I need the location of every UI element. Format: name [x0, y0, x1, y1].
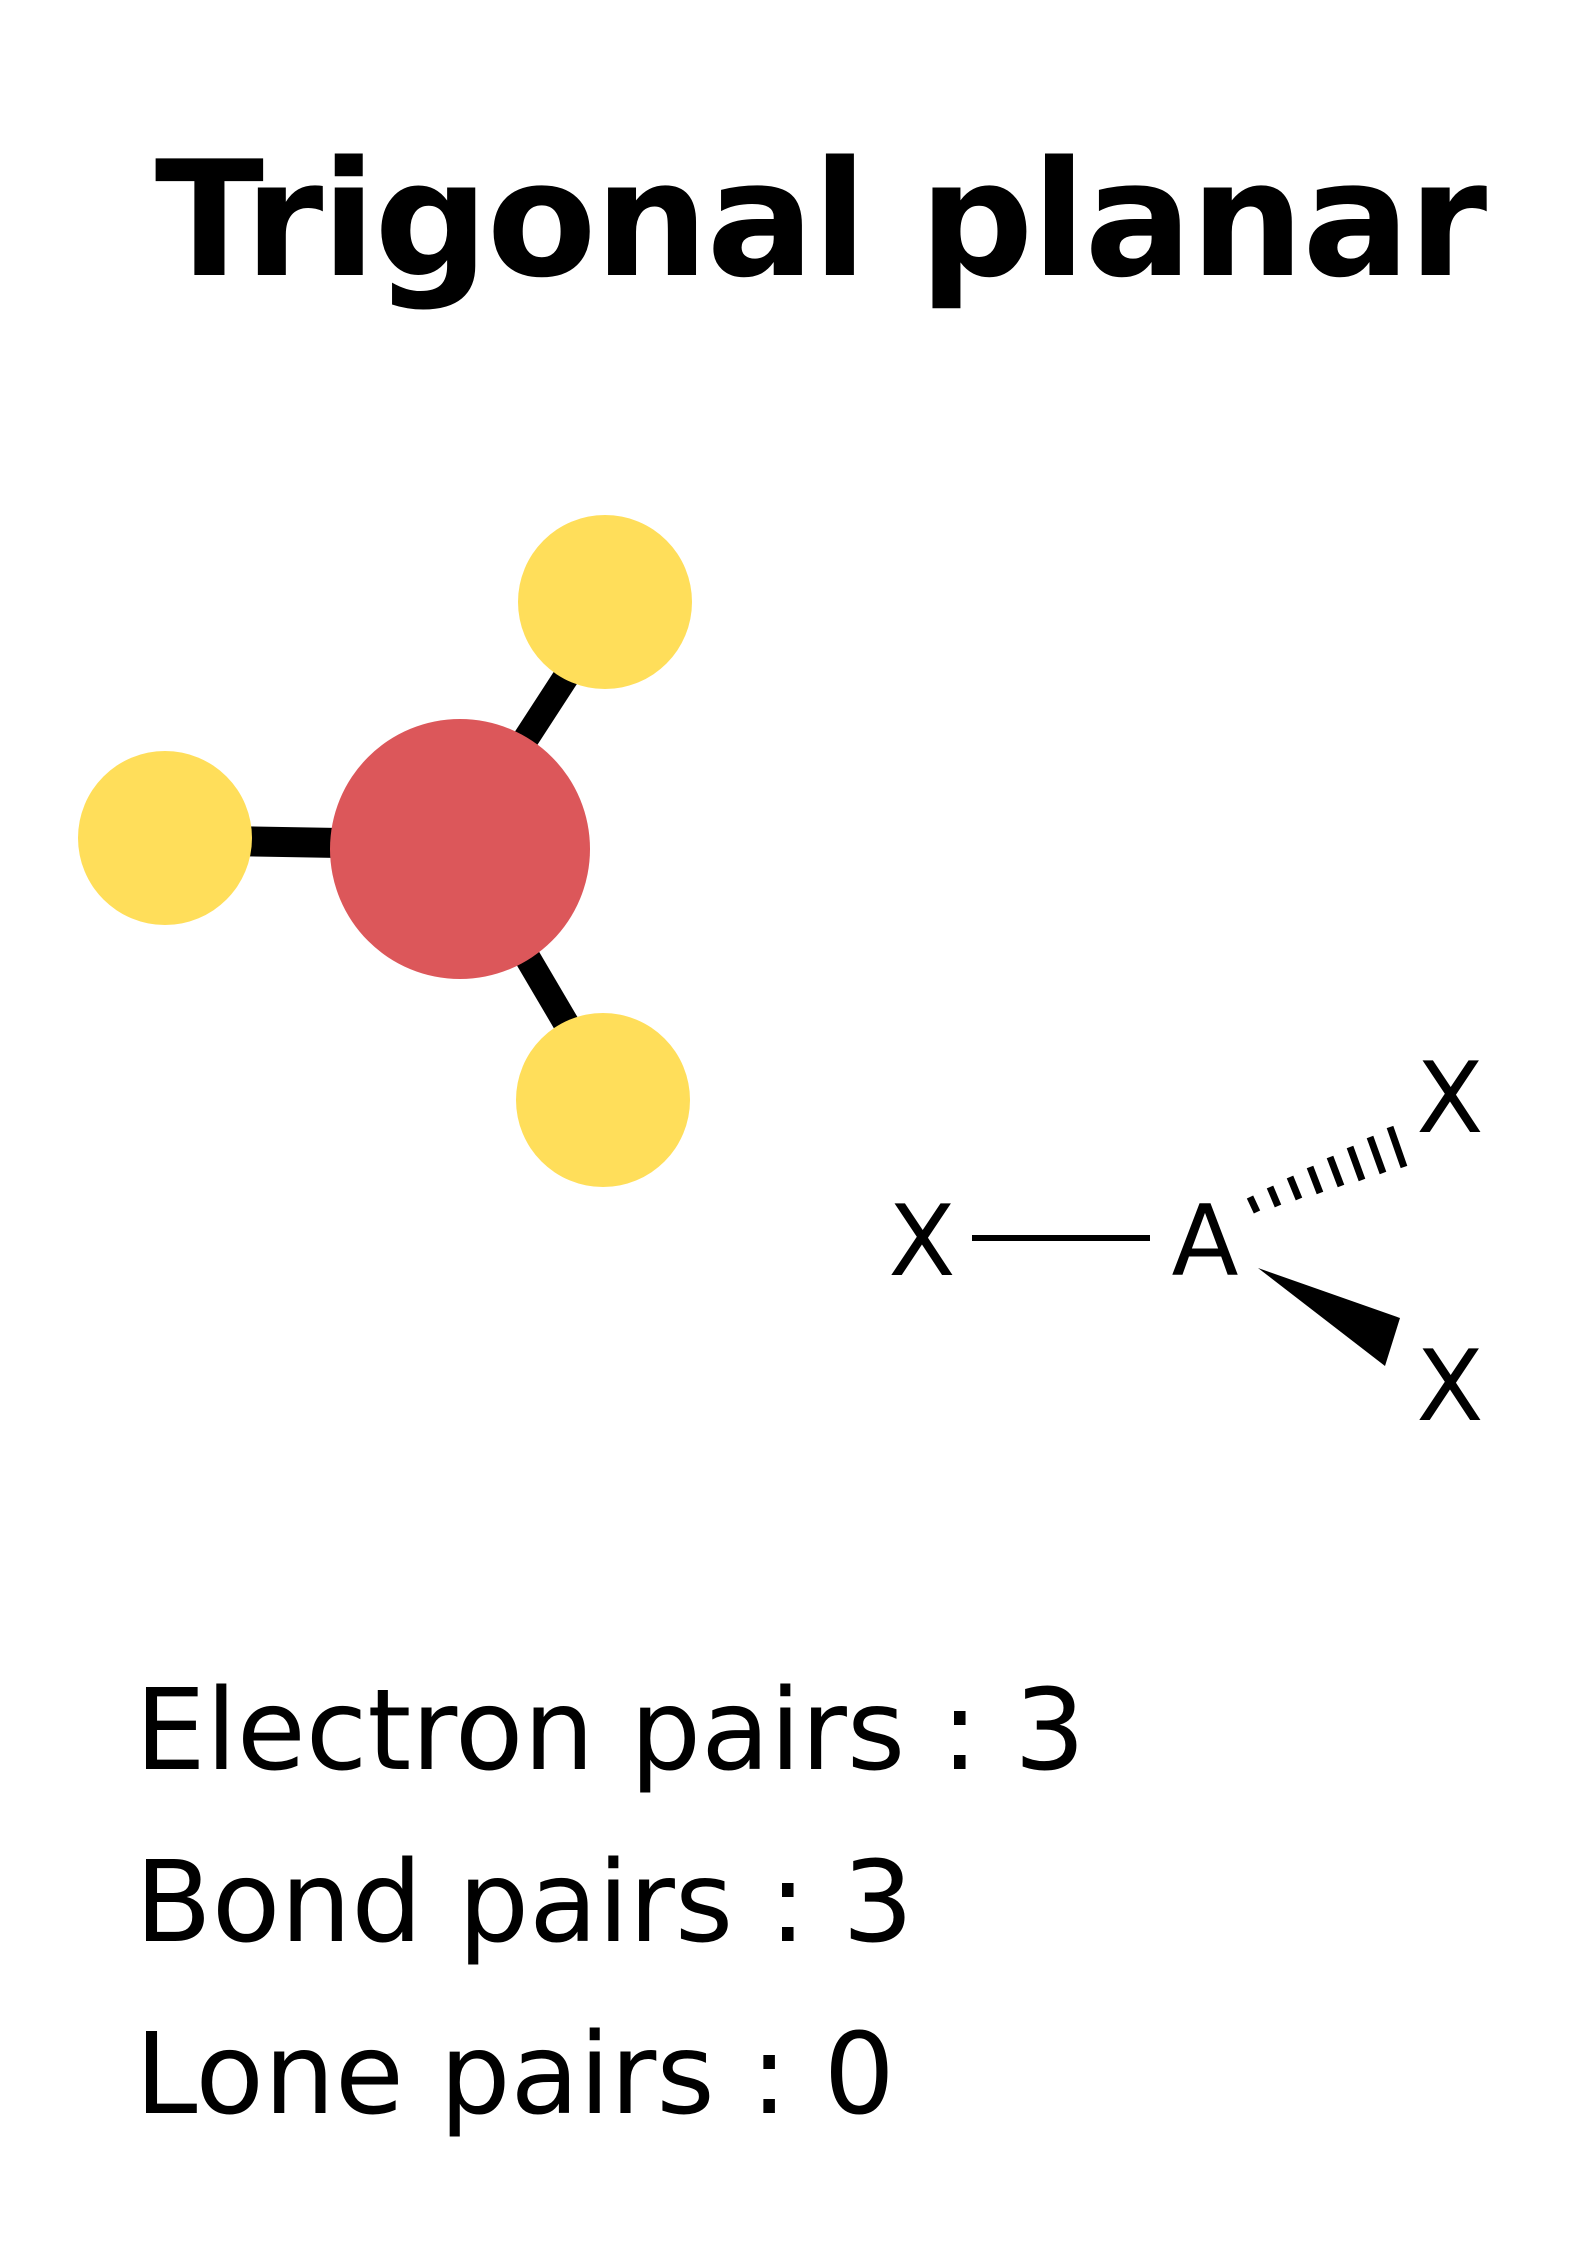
hashed-bond: [1246, 1125, 1408, 1214]
lewis-central-a-label: A: [1171, 1185, 1238, 1299]
lewis-left-x-label: X: [888, 1185, 955, 1299]
outer-atom-lower: [516, 1013, 690, 1187]
lewis-lower-right-x-label: X: [1416, 1330, 1483, 1444]
central-atom: [330, 719, 590, 979]
wedge-dash-structure: X A X X: [888, 1042, 1483, 1444]
wedge-bond: [1258, 1268, 1400, 1366]
lewis-upper-right-x-label: X: [1416, 1042, 1483, 1156]
ball-and-stick-model: [78, 515, 692, 1187]
lone-pairs-text: Lone pairs : 0: [135, 2010, 895, 2140]
outer-atom-left: [78, 751, 252, 925]
pair-counts: Electron pairs : 3 Bond pairs : 3 Lone p…: [135, 1645, 1085, 2161]
bond-pairs-text: Bond pairs : 3: [135, 1838, 914, 1968]
electron-pairs-text: Electron pairs : 3: [135, 1666, 1086, 1796]
outer-atom-upper: [518, 515, 692, 689]
page-title: Trigonal planar: [154, 126, 1487, 313]
